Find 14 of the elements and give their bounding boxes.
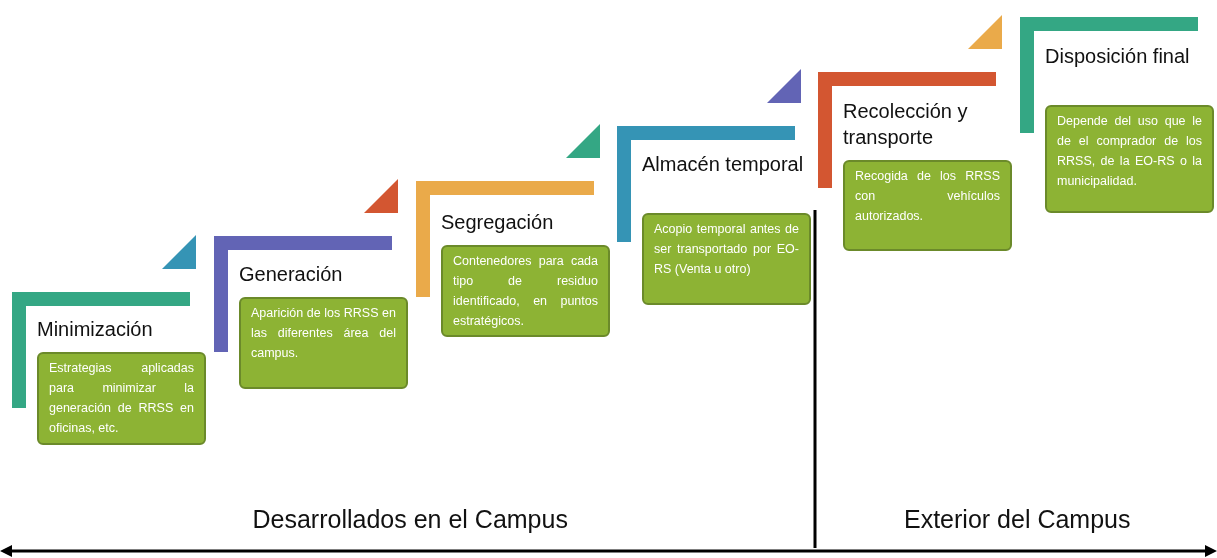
description-card: Depende del uso que le de el comprador de los RRSS, de la EO-RS o la municipalidad. bbox=[1045, 105, 1214, 213]
description-card: Recogida de los RRSS con vehículos autorizados. bbox=[843, 160, 1012, 251]
step-heading: Almacén temporal bbox=[642, 152, 805, 177]
description-card: Acopio temporal antes de ser transportado por EO-RS (Venta u otro) bbox=[642, 213, 811, 305]
step-heading: Generación bbox=[239, 262, 344, 287]
section-label: Exterior del Campus bbox=[904, 505, 1131, 534]
description-card: Contenedores para cada tipo de residuo identificado, en puntos estratégicos. bbox=[441, 245, 610, 337]
description-card: Estrategias aplicadas para minimizar la generación de RRSS en oficinas, etc. bbox=[37, 352, 206, 445]
step-heading: Segregación bbox=[441, 210, 555, 235]
description-card: Aparición de los RRSS en las diferentes área del campus. bbox=[239, 297, 408, 389]
section-label: Desarrollados en el Campus bbox=[252, 505, 568, 534]
step-heading: Minimización bbox=[37, 317, 154, 342]
step-heading: Disposición final bbox=[1045, 44, 1191, 69]
step-heading: Recolección y transporte bbox=[843, 99, 969, 150]
